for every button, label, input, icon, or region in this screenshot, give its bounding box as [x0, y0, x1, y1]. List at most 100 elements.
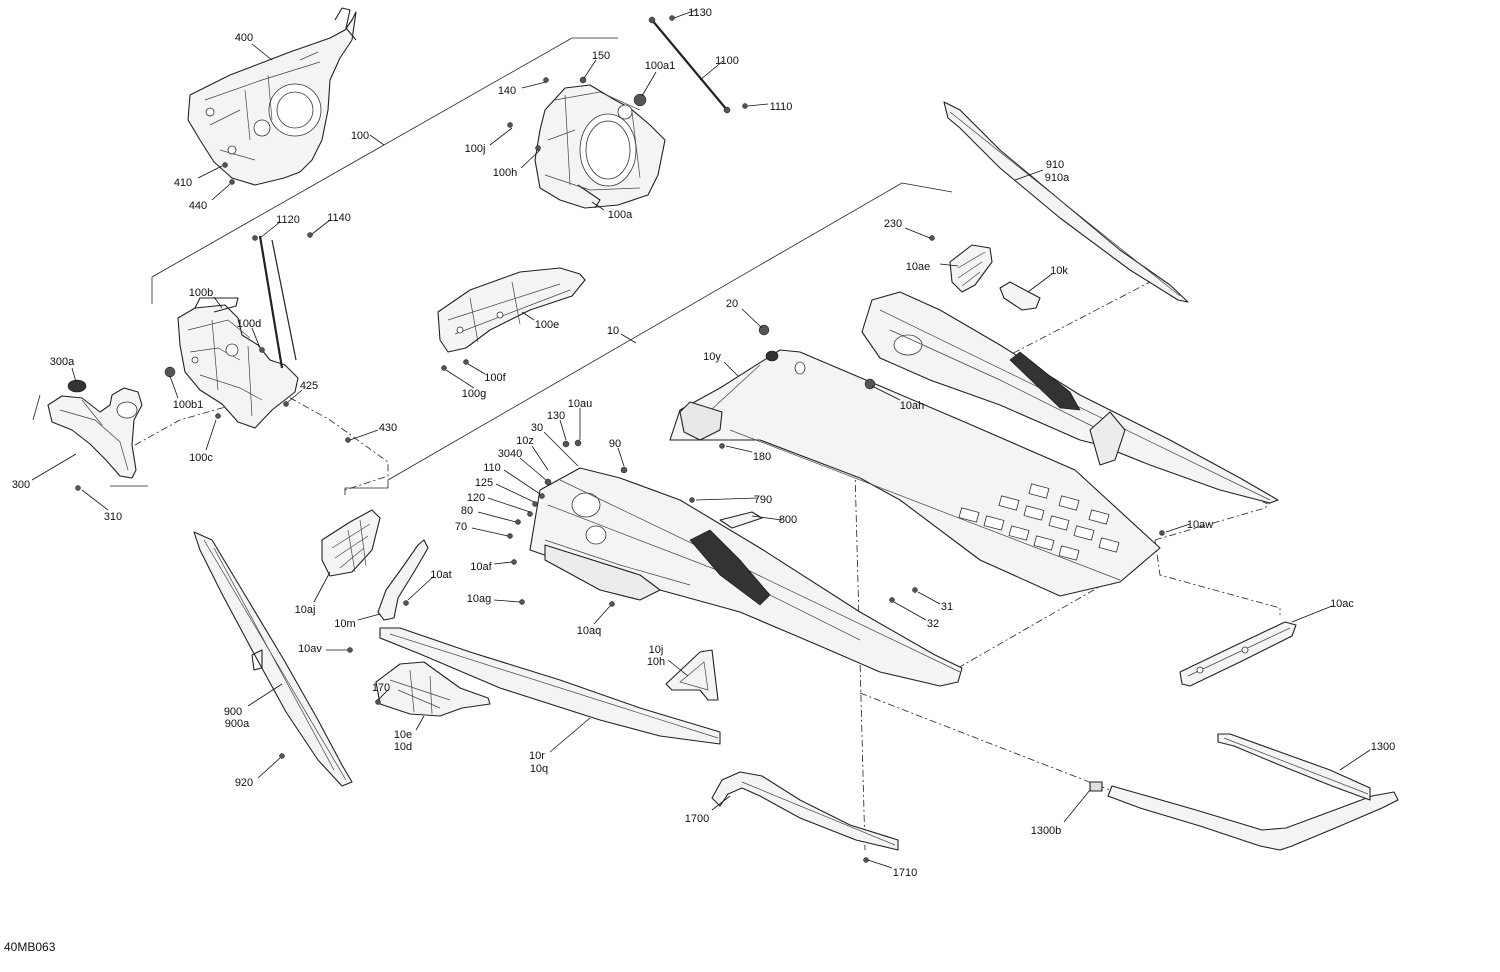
assembly-brackets [32, 37, 953, 495]
callout-label: 90 [609, 438, 621, 450]
callout-label: 10ag [467, 593, 491, 605]
callout-label: 1710 [893, 867, 917, 879]
callout-label: 100e [535, 319, 559, 331]
callout-label: 130 [547, 410, 565, 422]
callout-label: 10q [530, 763, 548, 775]
part-10j-gusset [665, 649, 719, 701]
callout-label: 10aq [577, 625, 601, 637]
callout-label: 100c [189, 452, 213, 464]
callout-label: 100f [484, 372, 506, 384]
part-10-tunnel-left [529, 467, 963, 687]
callout-label: 10r [529, 750, 545, 762]
callout-label: 125 [475, 477, 493, 489]
callout-label: 150 [592, 50, 610, 62]
callout-label: 10aj [295, 604, 316, 616]
callout-label: 10j [649, 644, 664, 656]
part-1300-bumper [1089, 733, 1399, 851]
callout-label: 430 [379, 422, 397, 434]
callout-label: 400 [235, 32, 253, 44]
callout-label: 10y [703, 351, 721, 363]
callout-label: 20 [726, 298, 738, 310]
part-1700-skid [711, 771, 899, 851]
callout-label: 10h [647, 656, 665, 668]
callout-label: 10d [394, 741, 412, 753]
callout-label: 120 [467, 492, 485, 504]
callout-label: 100d [237, 318, 261, 330]
callout-label: 170 [372, 682, 390, 694]
callout-label: 1130 [688, 7, 712, 19]
callout-label: 100a1 [645, 60, 676, 72]
callout-label: 10k [1050, 265, 1068, 277]
callout-label: 310 [104, 511, 122, 523]
callout-label: 30 [531, 422, 543, 434]
part-10r-strip [379, 627, 721, 745]
callout-label: 1110 [770, 101, 793, 113]
part-400-bulkhead [187, 7, 357, 186]
callout-label: 10ac [1330, 598, 1354, 610]
callout-label: 10av [298, 643, 322, 655]
callout-label: 10ah [900, 400, 924, 412]
callout-label: 920 [235, 777, 253, 789]
callout-label: 440 [189, 200, 207, 212]
bracket-10 [344, 182, 953, 495]
callout-label: 425 [300, 380, 318, 392]
part-100e-plate [437, 267, 586, 353]
callout-label: 10at [430, 569, 451, 581]
callout-label: 100a [608, 209, 633, 221]
part-10m-arm [377, 539, 429, 621]
part-tunnel-right [861, 291, 1279, 504]
bracket-100 [151, 37, 618, 304]
callout-label: 100h [493, 167, 517, 179]
callout-label: 1100 [715, 55, 739, 67]
callout-label: 790 [754, 494, 772, 506]
part-100a-frame [534, 84, 666, 209]
axis-1300 [859, 692, 1111, 791]
callout-label: 100j [465, 143, 486, 155]
part-900-rail [193, 531, 353, 787]
part-910-rail [943, 101, 1189, 303]
callout-label: 230 [884, 218, 902, 230]
callout-label: 140 [498, 85, 516, 97]
callout-label: 10aw [1187, 519, 1213, 531]
drawing-code: 40MB063 [4, 940, 56, 954]
tunnel-slots [958, 483, 1120, 561]
callout-label: 100 [351, 130, 369, 142]
callout-label: 180 [753, 451, 771, 463]
callout-label: 3040 [498, 448, 522, 460]
part-10e-plate [375, 661, 491, 717]
part-300-bracket [47, 379, 143, 479]
callout-label: 10e [394, 729, 412, 741]
axis-tunnel-rear [957, 575, 1119, 669]
callout-label: 900 [224, 706, 242, 718]
axis-10y-10ac [1154, 539, 1281, 615]
callout-label: 1140 [327, 212, 351, 224]
callout-label: 1120 [276, 214, 300, 226]
callout-label: 910 [1046, 159, 1064, 171]
callout-label: 910a [1045, 172, 1070, 184]
part-10aj-grille [321, 509, 381, 577]
callout-label: 10 [607, 325, 619, 337]
callout-label: 31 [941, 601, 953, 613]
callout-label: 80 [461, 505, 473, 517]
part-10y-tunnel-top [669, 349, 1161, 597]
callout-label: 100b [189, 287, 213, 299]
part-10ac-bracket [1179, 621, 1297, 687]
callout-label: 410 [174, 177, 192, 189]
callout-label: 300 [12, 479, 30, 491]
callout-label: 900a [225, 718, 250, 730]
callout-label: 10af [470, 561, 492, 573]
callout-label: 10m [334, 618, 355, 630]
leader-lines [31, 9, 1371, 869]
axis-10k-910 [999, 281, 1151, 361]
part-10ae-10k [949, 244, 1041, 311]
callout-label: 10ae [906, 261, 930, 273]
callout-label: 32 [927, 618, 939, 630]
bracket-300 [32, 394, 41, 421]
callout-label: 10au [568, 398, 592, 410]
callout-label: 100b1 [173, 399, 204, 411]
callout-label: 10z [516, 435, 534, 447]
callout-label: 300a [50, 356, 75, 368]
part-100b-support [177, 235, 299, 429]
